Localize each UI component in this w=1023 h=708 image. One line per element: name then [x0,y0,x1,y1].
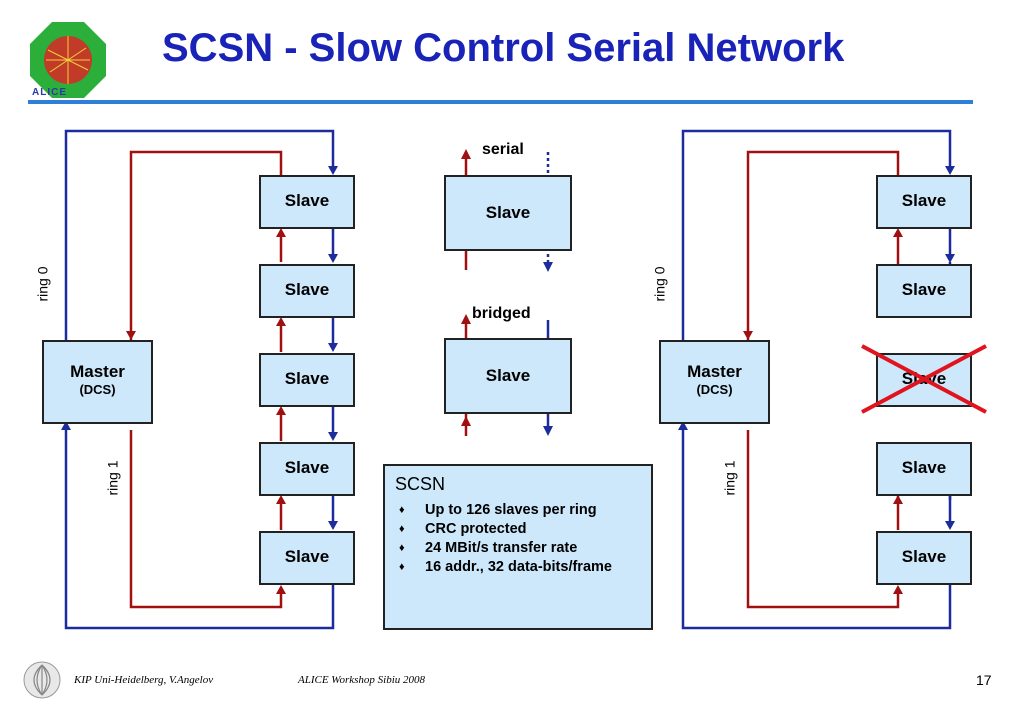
page-number: 17 [976,672,992,688]
footer-author: KIP Uni-Heidelberg, V.Angelov [74,674,214,686]
master-node: Master (DCS) [42,340,153,424]
slave-node: Slave [876,442,972,496]
list-item: ♦16 addr., 32 data-bits/frame [399,559,612,575]
bridged-slave-node: Slave [444,338,572,414]
slave-node: Slave [876,531,972,585]
slide-title: SCSN - Slow Control Serial Network [162,26,845,70]
slave-node: Slave [259,175,355,229]
diamond-bullet-icon: ♦ [399,523,405,535]
diamond-bullet-icon: ♦ [399,561,405,573]
title-underline [28,100,973,104]
slave-node: Slave [259,531,355,585]
list-item: ♦Up to 126 slaves per ring [399,502,597,518]
ring0-label: ring 0 [34,266,51,302]
master-label: Master [687,362,742,381]
master-label: Master [70,362,125,381]
footer-event: ALICE Workshop Sibiu 2008 [298,674,426,686]
list-item: ♦CRC protected [399,521,527,537]
failed-slave-node: Slave [876,353,972,407]
diamond-bullet-icon: ♦ [399,504,405,516]
ring1-label: ring 1 [104,460,121,496]
slave-node: Slave [259,442,355,496]
slave-node: Slave [259,264,355,318]
ring1-label: ring 1 [721,460,738,496]
master-node: Master (DCS) [659,340,770,424]
ring0-label: ring 0 [651,266,668,302]
info-list: ♦Up to 126 slaves per ring ♦CRC protecte… [395,501,641,577]
diamond-bullet-icon: ♦ [399,542,405,554]
scsn-info-box: SCSN ♦Up to 126 slaves per ring ♦CRC pro… [383,464,653,630]
serial-label: serial [482,141,524,158]
bridged-label: bridged [472,305,531,322]
logo-text: ALICE [32,87,67,98]
slave-node: Slave [876,264,972,318]
info-title: SCSN [395,474,446,494]
slave-node: Slave [876,175,972,229]
list-item: ♦24 MBit/s transfer rate [399,540,578,556]
master-sublabel: (DCS) [79,382,116,397]
slave-node: Slave [259,353,355,407]
master-sublabel: (DCS) [696,382,733,397]
serial-slave-node: Slave [444,175,572,251]
alice-logo [28,20,108,100]
university-seal-icon [22,660,62,700]
